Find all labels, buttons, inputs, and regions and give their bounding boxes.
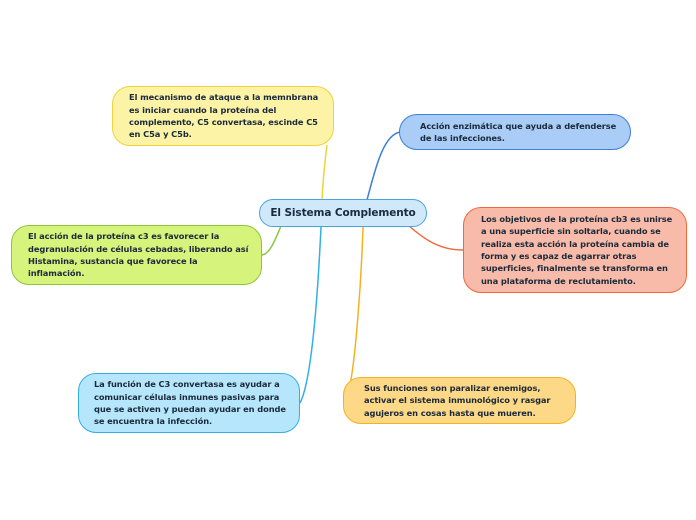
connector-orange (407, 224, 464, 251)
subtopic-text: La función de C3 convertasa es ayudar a … (94, 379, 286, 427)
subtopic-text: El acción de la proteína c3 es favorecer… (28, 231, 249, 279)
connector-gold (349, 226, 364, 386)
connector-cyan (299, 226, 322, 404)
subtopic-text: Sus funciones son paralizar enemigos, ac… (364, 383, 551, 418)
subtopic-text: El mecanismo de ataque a la memnbrana es… (129, 92, 319, 140)
connector-green (261, 225, 282, 256)
central-topic-node[interactable]: El Sistema Complemento (259, 199, 427, 227)
subtopic-funcion-c3-convertasa[interactable]: La función de C3 convertasa es ayudar a … (78, 373, 300, 433)
subtopic-accion-c3[interactable]: El acción de la proteína c3 es favorecer… (11, 225, 262, 285)
subtopic-accion-enzimatica[interactable]: Acción enzimática que ayuda a defenderse… (399, 114, 631, 150)
subtopic-objetivos-cb3[interactable]: Los objetivos de la proteína cb3 es unir… (463, 207, 687, 293)
central-topic-label: El Sistema Complemento (270, 206, 416, 219)
subtopic-text: Acción enzimática que ayuda a defenderse… (420, 120, 617, 143)
subtopic-text: Los objetivos de la proteína cb3 es unir… (481, 214, 673, 286)
subtopic-funciones[interactable]: Sus funciones son paralizar enemigos, ac… (343, 377, 576, 424)
subtopic-mecanismo-ataque[interactable]: El mecanismo de ataque a la memnbrana es… (112, 86, 334, 146)
connector-yellow (321, 144, 328, 201)
connector-blue (366, 131, 401, 201)
